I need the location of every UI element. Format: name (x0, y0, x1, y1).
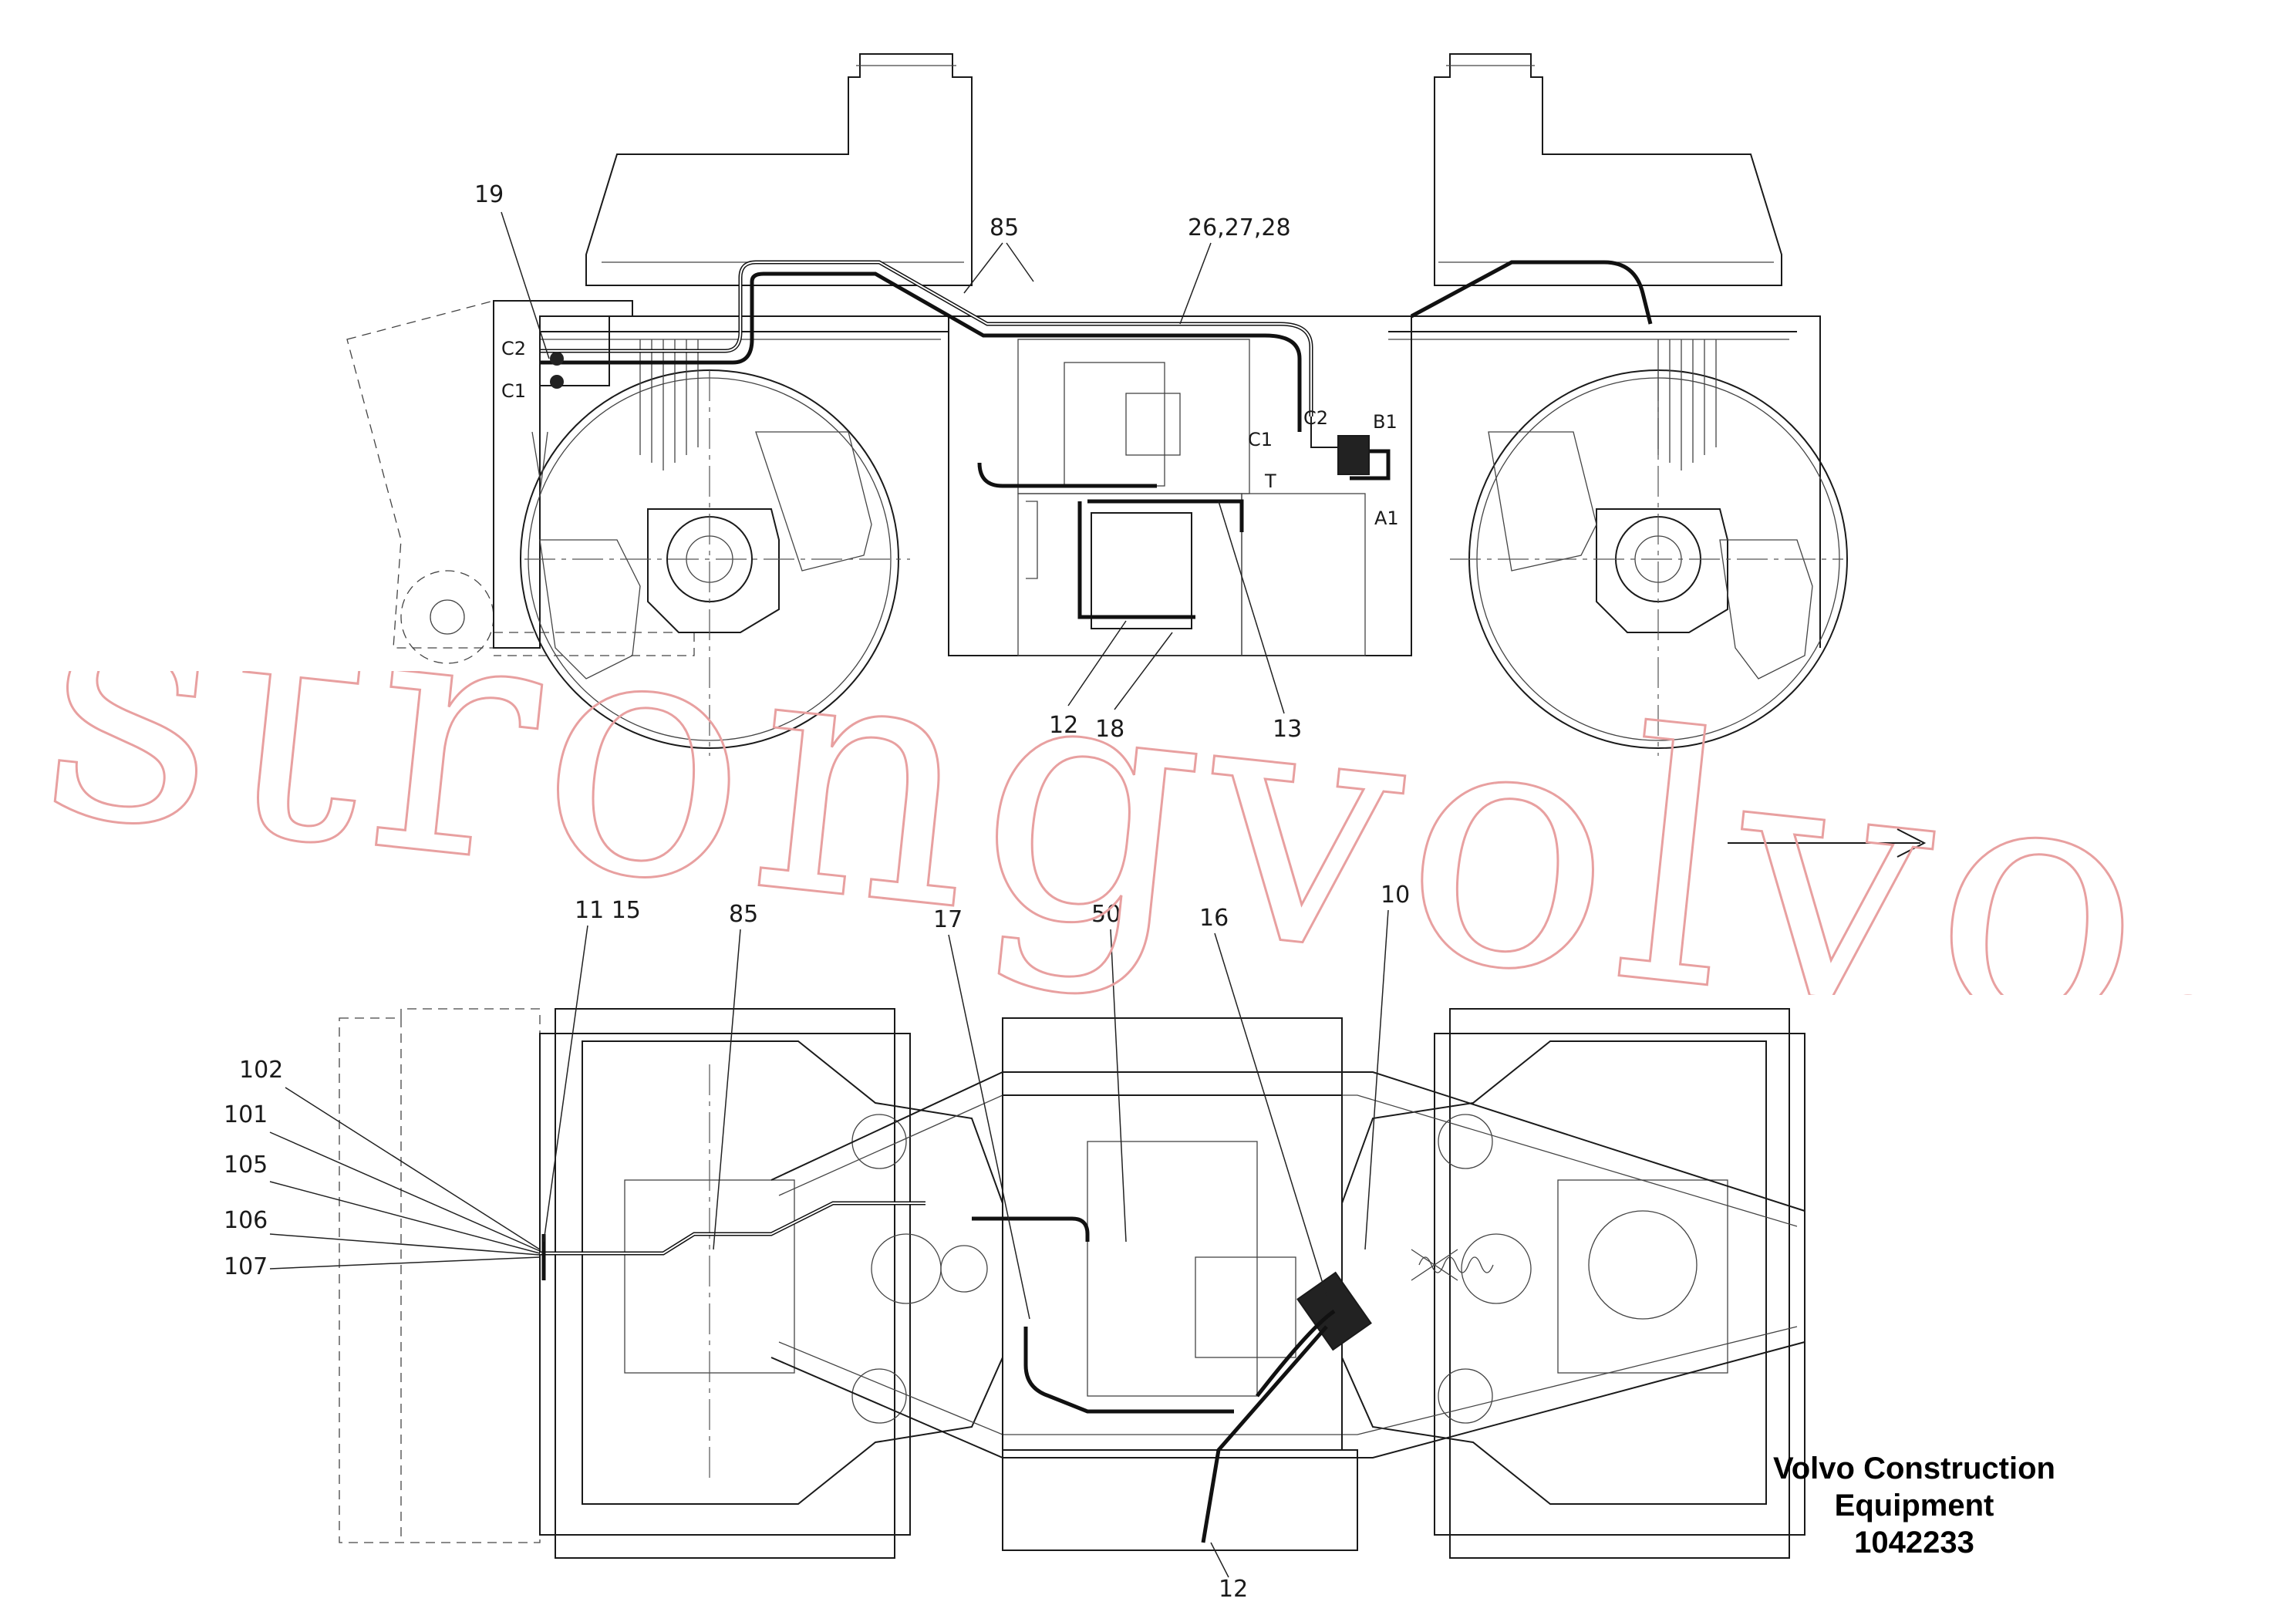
callout-16: 16 (1199, 905, 1229, 932)
left-port-block (531, 315, 610, 494)
side-view-callouts: 19 85 26,27,28 12 18 13 C2 C1 C2 C1 B1 T… (474, 181, 1399, 743)
callout-12-side: 12 (1049, 712, 1078, 739)
callout-85-top: 85 (729, 901, 758, 928)
callout-101: 101 (224, 1101, 268, 1128)
port-t: T (1264, 470, 1276, 492)
port-c1-mid: C1 (1248, 429, 1273, 450)
callout-17: 17 (933, 906, 963, 933)
callout-13: 13 (1273, 716, 1302, 743)
callout-85-side: 85 (990, 214, 1019, 241)
caption-company: Volvo Construction (1773, 1452, 2055, 1485)
callout-10: 10 (1381, 882, 1410, 909)
callout-12-top: 12 (1219, 1576, 1248, 1603)
right-frame (1373, 315, 1821, 648)
port-c2-mid: C2 (1303, 407, 1328, 429)
port-c1-left: C1 (501, 380, 526, 402)
side-view: 19 85 26,27,28 12 18 13 C2 C1 C2 C1 B1 T… (346, 53, 1848, 756)
top-left-drum (539, 1008, 1003, 1559)
callout-105: 105 (224, 1152, 268, 1179)
document-caption: Volvo Construction Equipment 1042233 (1714, 1450, 2115, 1561)
top-view: 11 15 85 17 50 16 10 12 102 101 105 106 … (224, 882, 1805, 1603)
right-canopy (1434, 53, 1782, 286)
top-view-callouts: 11 15 85 17 50 16 10 12 102 101 105 106 … (224, 882, 1410, 1603)
hydraulic-pipes-top (540, 1201, 1336, 1543)
callout-26-27-28: 26,27,28 (1188, 214, 1291, 241)
port-b1: B1 (1373, 411, 1397, 433)
callout-102: 102 (239, 1057, 283, 1084)
callout-19: 19 (474, 181, 504, 208)
hydraulic-pipes-side (540, 260, 1653, 619)
left-canopy (585, 53, 973, 286)
callout-18: 18 (1095, 716, 1124, 743)
port-a1: A1 (1374, 508, 1399, 529)
top-chassis-arms (770, 1071, 1805, 1458)
caption-drawing-number: 1042233 (1854, 1526, 1974, 1560)
callout-11-15: 11 15 (575, 897, 641, 924)
direction-arrow (1728, 828, 1927, 858)
top-engine-bay (871, 1017, 1532, 1551)
rear-attachment-outline (346, 300, 695, 664)
callout-50: 50 (1091, 901, 1121, 928)
top-rear-attachment (339, 1008, 541, 1543)
right-drum (1450, 339, 1848, 756)
callout-106: 106 (224, 1207, 268, 1234)
left-drum (520, 339, 910, 756)
center-engine-box (948, 315, 1412, 656)
port-c2-left: C2 (501, 338, 526, 359)
callout-107: 107 (224, 1253, 268, 1280)
caption-division: Equipment (1834, 1489, 1994, 1523)
